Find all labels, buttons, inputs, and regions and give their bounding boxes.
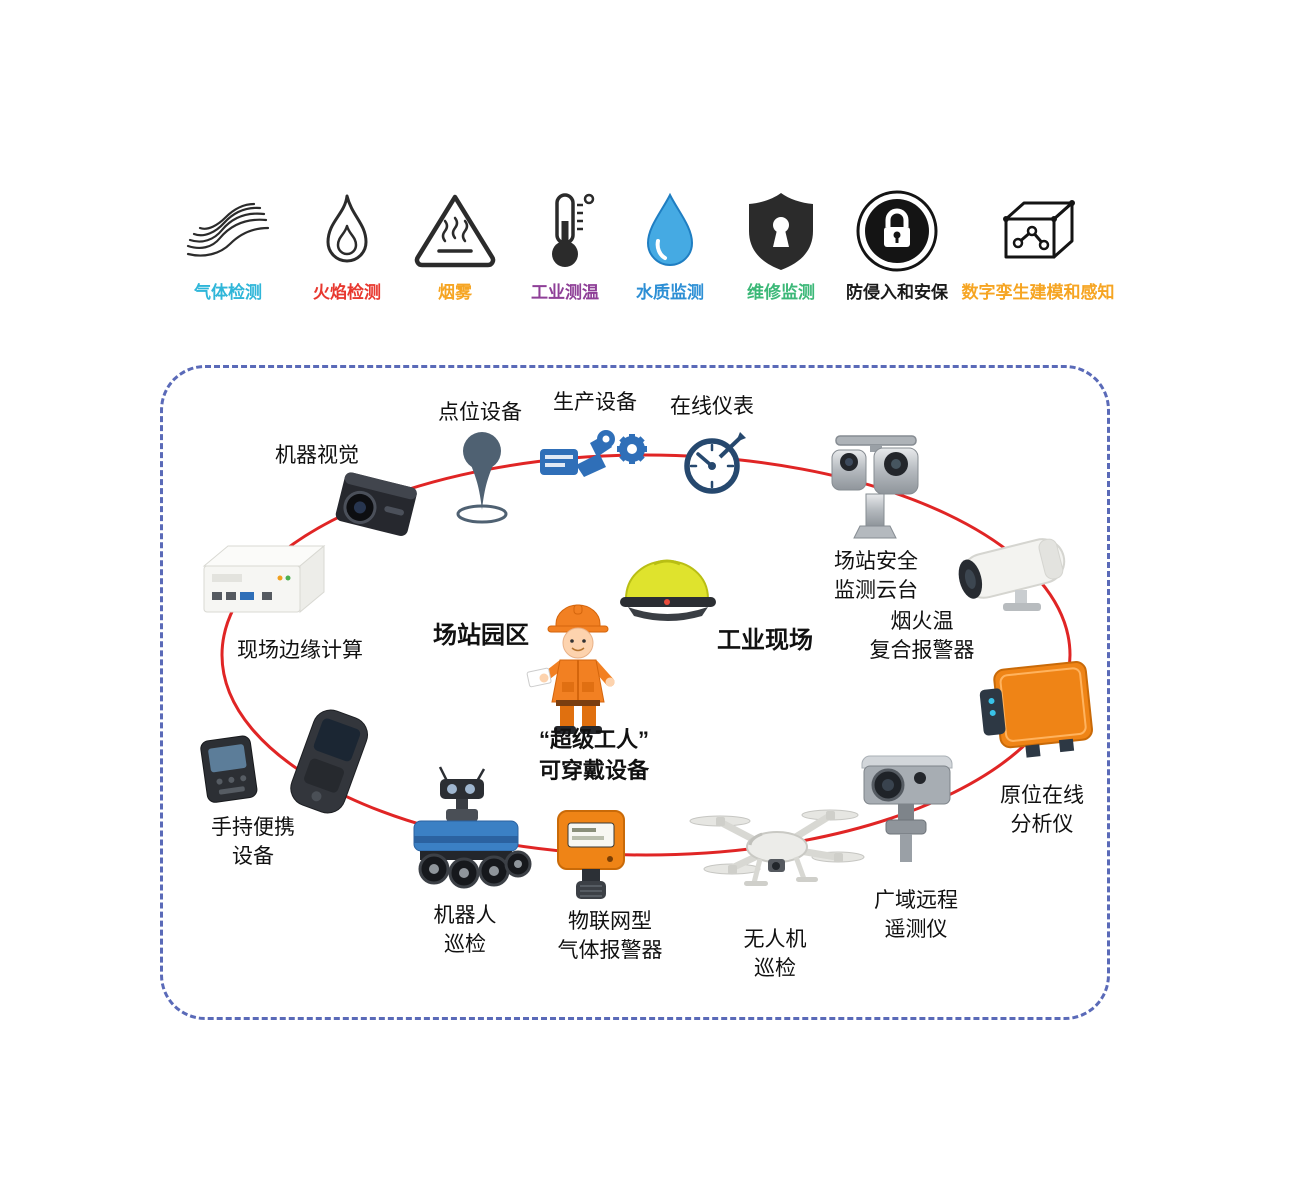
fire-temp-alarm-label-line2: 复合报警器	[869, 639, 975, 662]
drone-label-line1: 无人机	[743, 928, 807, 951]
shield-keyhole-icon	[721, 190, 841, 272]
legend-label-maintenance: 维修监测	[747, 283, 815, 302]
online-instrument	[682, 430, 748, 496]
coverage-ellipse-layer	[220, 453, 1072, 857]
legend-label-temperature: 工业测温	[531, 283, 599, 302]
flame-icon	[287, 190, 407, 272]
online-analyzer-label: 原位在线 分析仪	[972, 781, 1112, 839]
online-analyzer-label-line1: 原位在线	[1000, 784, 1084, 807]
station-ptz-label-line2: 监测云台	[834, 579, 918, 602]
robot-label-line1: 机器人	[433, 904, 497, 927]
legend-label-water: 水质监测	[636, 283, 704, 302]
super-worker-label: “超级工人” 可穿戴设备	[504, 724, 684, 786]
handheld-label-line2: 设备	[232, 845, 274, 868]
handheld-label-line1: 手持便携	[211, 816, 295, 839]
fire-temp-alarm-label-line1: 烟火温	[890, 610, 954, 633]
fire-temp-alarm-device	[945, 518, 1085, 618]
legend-item-maintenance: 维修监测	[721, 190, 841, 303]
iot-gas-alarm-label-line1: 物联网型	[568, 910, 652, 933]
robot-arm-icon	[540, 430, 647, 477]
point-device-label: 点位设备	[438, 401, 522, 424]
legend-label-gas: 气体检测	[194, 283, 262, 302]
telemetry-label-line1: 广域远程	[874, 889, 958, 912]
dashed-border-frame	[160, 365, 1110, 1020]
telemetry-label: 广域远程 遥测仪	[846, 886, 986, 944]
machine-vision-device	[325, 465, 425, 545]
legend-item-temperature: 工业测温	[505, 190, 625, 303]
thermometer-icon	[505, 190, 625, 272]
handheld-label: 手持便携 设备	[183, 813, 323, 871]
legend-item-water: 水质监测	[610, 190, 730, 303]
station-ptz-label-line1: 场站安全	[834, 550, 918, 573]
drone-label: 无人机 巡检	[705, 925, 845, 983]
machine-vision-camera-illustration	[335, 472, 417, 536]
gas-alarm-illustration	[557, 810, 625, 899]
orange-analyzer-illustration	[979, 661, 1093, 758]
handheld-devices-illustration	[200, 709, 368, 814]
lock-icon	[837, 190, 957, 272]
ptz-dual-camera-illustration	[831, 435, 919, 539]
legend-item-gas: 气体检测	[168, 190, 288, 303]
production-device	[540, 415, 655, 493]
edge-computing-box-illustration	[202, 544, 326, 614]
legend-label-digital-twin: 数字孪生建模和感知	[961, 283, 1115, 302]
handheld-devices	[190, 709, 395, 815]
white-cylinder-camera-illustration	[958, 538, 1066, 611]
station-ptz-device	[808, 430, 943, 545]
digital-twin-cube-icon	[948, 190, 1128, 272]
location-pin-icon	[456, 432, 508, 524]
legend-label-flame: 火焰检测	[313, 283, 381, 302]
station-ptz-label: 场站安全 监测云台	[806, 547, 946, 605]
worker-cartoon-illustration	[526, 604, 615, 734]
water-drop-icon	[610, 190, 730, 272]
super-worker-label-line1: “超级工人”	[538, 727, 649, 752]
drone-illustration	[689, 809, 865, 886]
telemetry-camera-illustration	[861, 755, 953, 862]
online-analyzer-device	[978, 658, 1103, 773]
legend-item-security: 防侵入和安保	[837, 190, 957, 303]
heat-triangle-icon	[395, 190, 515, 272]
point-device	[452, 430, 512, 525]
machine-vision-label: 机器视觉	[275, 444, 359, 467]
legend-label-security: 防侵入和安保	[846, 283, 948, 302]
super-worker-figure	[526, 598, 631, 738]
production-device-label: 生产设备	[553, 391, 637, 414]
fire-temp-alarm-label: 烟火温 复合报警器	[852, 607, 992, 665]
super-worker-label-line2: 可穿戴设备	[538, 758, 649, 783]
patrol-robot-illustration	[413, 766, 532, 889]
gas-waves-icon	[168, 190, 288, 272]
robot-label-line2: 巡检	[444, 933, 486, 956]
telemetry-label-line2: 遥测仪	[884, 918, 948, 941]
smart-helmet-illustration	[620, 559, 716, 621]
online-instrument-label: 在线仪表	[670, 395, 754, 418]
robot-label: 机器人 巡检	[395, 901, 535, 959]
station-park-label: 场站园区	[433, 622, 529, 649]
telemetry-device	[852, 742, 962, 867]
iot-gas-alarm-label-line2: 气体报警器	[557, 939, 663, 962]
industrial-site-label: 工业现场	[717, 627, 813, 654]
coverage-ellipse	[220, 453, 1072, 857]
iot-gas-alarm-label: 物联网型 气体报警器	[540, 907, 680, 965]
robot-device	[396, 765, 536, 897]
drone-label-line2: 巡检	[754, 957, 796, 980]
legend-label-smoke: 烟雾	[438, 283, 472, 302]
edge-computing-label: 现场边缘计算	[237, 639, 363, 662]
edge-computing-device	[192, 530, 332, 630]
iot-gas-alarm-device	[550, 805, 632, 905]
gauge-icon	[684, 432, 746, 494]
smart-helmet-device	[612, 553, 722, 623]
drone-device	[688, 795, 865, 905]
legend-item-smoke: 烟雾	[395, 190, 515, 303]
legend-item-digital-twin: 数字孪生建模和感知	[948, 190, 1128, 303]
online-analyzer-label-line2: 分析仪	[1010, 813, 1074, 836]
legend-item-flame: 火焰检测	[287, 190, 407, 303]
